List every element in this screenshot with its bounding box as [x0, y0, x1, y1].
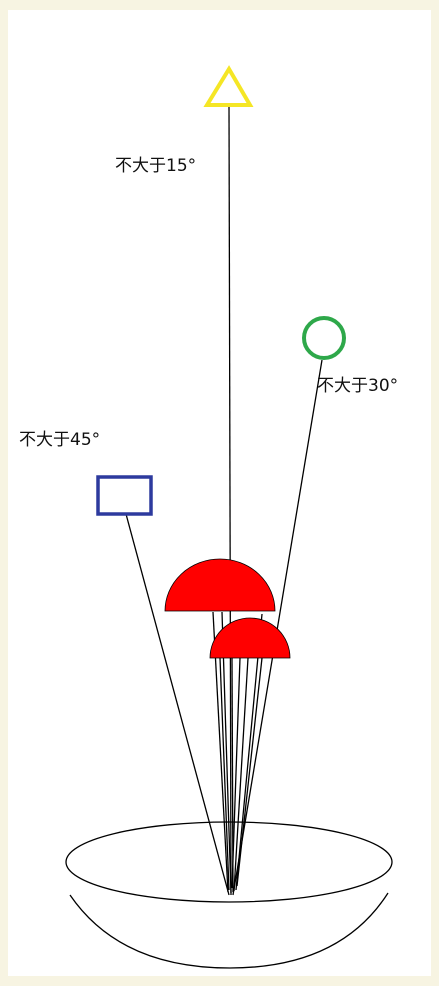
stem-cap-lower-a	[219, 657, 230, 891]
square-icon	[96, 475, 153, 516]
stem-cap-upper-b	[221, 611, 232, 894]
cap-lower	[209, 617, 291, 659]
stem-cap-lower-e	[231, 657, 241, 889]
stem-vertical-15	[228, 105, 232, 896]
caps	[164, 558, 291, 659]
label-limit-15: 不大于15°	[115, 156, 196, 176]
stems	[125, 105, 323, 896]
stem-cap-lower-c	[233, 657, 249, 892]
circle-icon	[302, 316, 346, 360]
cap-upper	[164, 558, 276, 612]
stem-cap-upper-c	[235, 613, 263, 891]
triangle-icon	[203, 65, 254, 107]
stem-cap-upper-a	[212, 611, 229, 893]
bowl-body	[69, 892, 389, 969]
stem-45	[125, 513, 230, 896]
stem-cap-lower-d	[236, 657, 263, 887]
drawing-canvas	[8, 10, 431, 976]
label-limit-45: 不大于45°	[19, 430, 100, 450]
stem-30	[232, 359, 323, 896]
label-limit-30: 不大于30°	[317, 376, 398, 396]
